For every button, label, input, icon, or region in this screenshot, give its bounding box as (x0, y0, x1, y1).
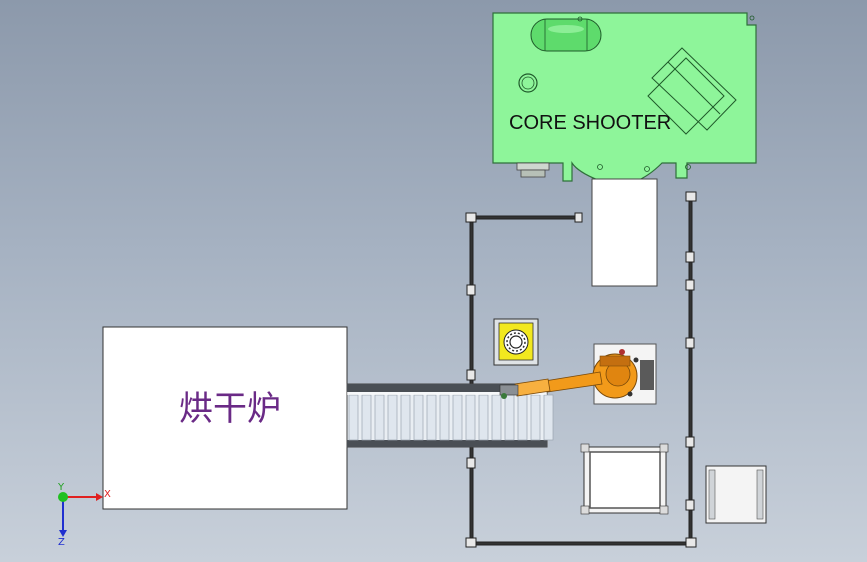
conveyor-roller (413, 394, 424, 441)
shooting-head-shape (647, 47, 737, 135)
conveyor-roller (530, 394, 541, 441)
control-cabinet (705, 465, 767, 524)
core-box-output-station (591, 178, 658, 287)
conveyor-roller (426, 394, 437, 441)
conveyor-roller (517, 394, 528, 441)
conveyor-roller (374, 394, 385, 441)
core-fixture (493, 318, 539, 366)
z-axis-label: Z (58, 537, 65, 548)
coordinate-triad: X Y Z (57, 482, 111, 548)
connector-box (516, 162, 550, 178)
conveyor-roller (348, 394, 359, 441)
port-circle-icon (518, 73, 538, 93)
conveyor-roller (543, 394, 554, 441)
tank-icon (530, 18, 602, 52)
conveyor-roller (491, 394, 502, 441)
conveyor-roller (504, 394, 515, 441)
drying-oven-label: 烘干炉 (179, 389, 281, 429)
conveyor-rollers (348, 394, 554, 441)
core-shooter-machine: CORE SHOOTER (492, 12, 757, 186)
conveyor-roller (465, 394, 476, 441)
drying-oven (102, 326, 348, 510)
conveyor-roller (439, 394, 450, 441)
core-shooter-label: CORE SHOOTER (509, 112, 671, 134)
conveyor-roller (478, 394, 489, 441)
conveyor-roller (361, 394, 372, 441)
y-axis-label: Y (57, 482, 65, 493)
industrial-robot (499, 343, 657, 405)
core-bin (580, 443, 669, 515)
conveyor-roller (452, 394, 463, 441)
conveyor-roller (400, 394, 411, 441)
conveyor-roller (387, 394, 398, 441)
safety-fence (465, 191, 697, 548)
mount-bolts (577, 15, 755, 172)
x-axis-label: X (104, 489, 111, 500)
